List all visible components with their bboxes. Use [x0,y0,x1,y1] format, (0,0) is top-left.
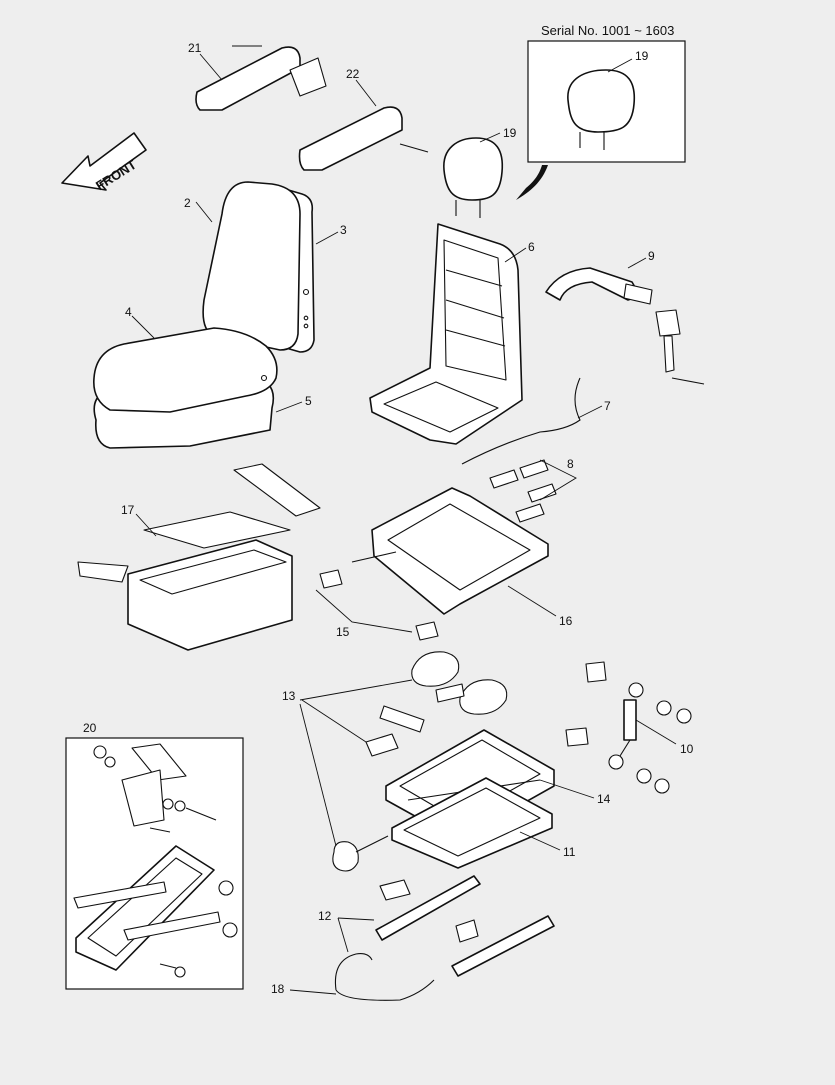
callout-17: 17 [121,503,135,517]
rails-12: 12 [318,875,555,977]
armrest-21: 21 [188,41,327,111]
callout-14: 14 [597,792,611,806]
front-arrow: FRONT [61,132,147,193]
callout-21: 21 [188,41,202,55]
callout-11: 11 [563,845,576,859]
callout-10: 10 [680,742,694,756]
callout-13: 13 [282,689,296,703]
seat-cushion-4-5: 4 5 [93,305,312,449]
callout-8: 8 [567,457,574,471]
callout-22: 22 [346,67,360,81]
callout-4: 4 [125,305,132,319]
callout-20: 20 [83,721,97,735]
callout-5: 5 [305,394,312,408]
armrest-22: 22 [298,67,429,171]
seat-frame-6: 6 [369,223,535,445]
seat-belt-9: 9 [545,249,705,385]
shock-absorber-10: 10 [565,661,694,794]
backrest-2-3: 2 3 [184,181,347,353]
callout-2: 2 [184,196,191,210]
cable-7: 7 [461,377,611,465]
callout-6: 6 [528,240,535,254]
spring-kit-13: 13 [282,651,508,872]
base-11: 11 [391,777,576,869]
callout-18: 18 [271,982,285,996]
inset-20: 20 [65,721,244,990]
pads-15: 15 [315,569,439,641]
slide-frame-16: 16 [351,487,573,628]
callout-15: 15 [336,625,350,639]
callout-9: 9 [648,249,655,263]
callout-19: 19 [503,126,517,140]
seat-pan-17: 17 [77,463,321,651]
callout-12: 12 [318,909,332,923]
callout-19-inset: 19 [635,49,649,63]
serial-inset: Serial No. 1001 ~ 1603 19 [516,23,686,200]
callout-3: 3 [340,223,347,237]
callout-16: 16 [559,614,573,628]
lever-18: 18 [271,953,435,1001]
springs-8: 8 [489,457,577,523]
serial-note: Serial No. 1001 ~ 1603 [541,23,674,38]
headrest-19: 19 [443,126,517,218]
callout-7: 7 [604,399,611,413]
